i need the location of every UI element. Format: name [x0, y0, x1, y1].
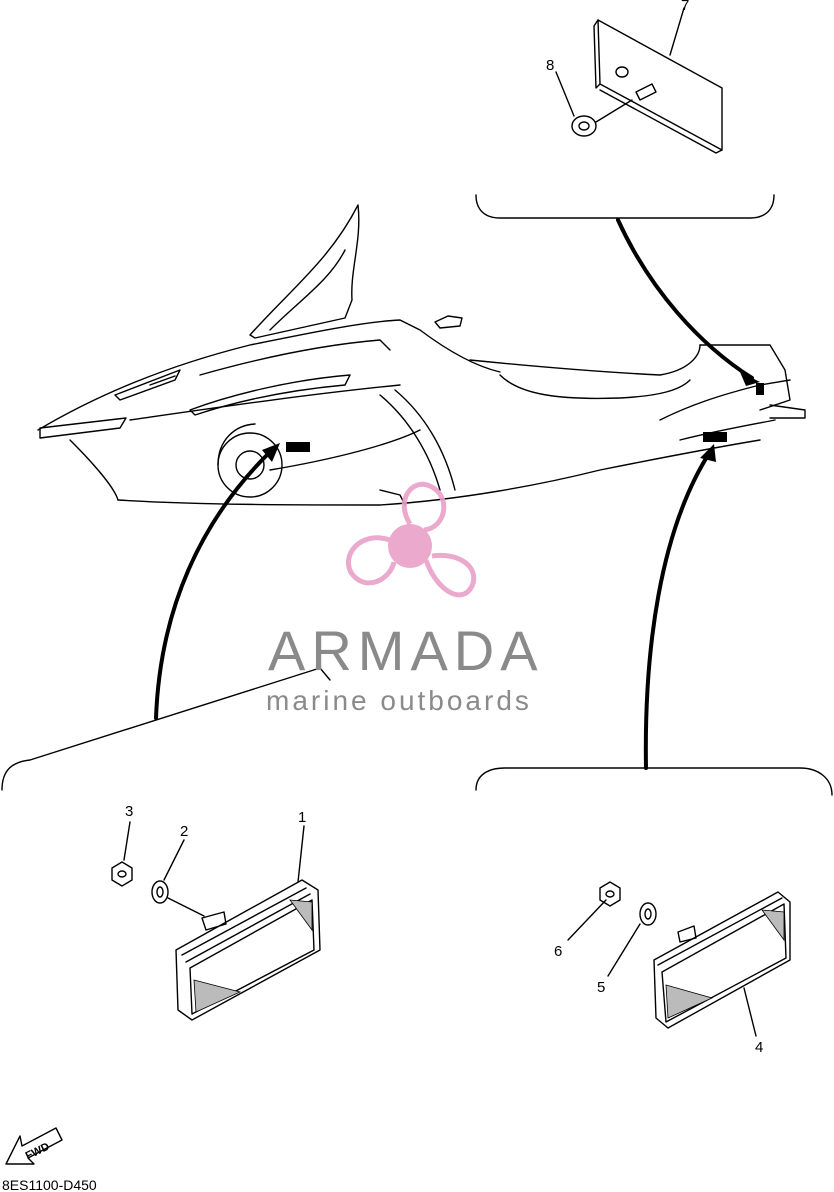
- detail-frame-bottom-right: [475, 767, 833, 796]
- reflector-plate-7: [593, 19, 723, 154]
- callout-3: 3: [125, 803, 133, 820]
- watermark-title: ARMADA: [268, 619, 544, 682]
- detail-frame-top: [475, 194, 775, 219]
- callout-8: 8: [546, 57, 554, 74]
- callout-6: 6: [554, 943, 562, 960]
- watermark-subtitle: marine outboards: [266, 685, 532, 716]
- armada-logo-icon: [345, 481, 477, 598]
- nut-6: [599, 881, 621, 907]
- reflector-1: [175, 879, 321, 1021]
- detail-frame-bottom-left: [1, 667, 331, 791]
- reflector-4: [653, 891, 791, 1029]
- callout-2: 2: [180, 823, 188, 840]
- callout-5: 5: [597, 979, 605, 996]
- snowmobile-outline: [37, 204, 806, 506]
- fwd-label: FWD: [24, 1141, 52, 1163]
- callout-1: 1: [298, 809, 306, 826]
- diagram-code: 8ES1100-D450: [2, 1177, 97, 1192]
- leader-arrows: [154, 218, 760, 770]
- callout-4: 4: [755, 1039, 763, 1056]
- nut-8: [571, 99, 633, 137]
- washer-5: [639, 902, 657, 926]
- callout-7: 7: [681, 0, 689, 14]
- washer-2: [151, 880, 205, 917]
- nut-3: [111, 861, 133, 887]
- fwd-arrow-icon: FWD: [5, 1127, 63, 1165]
